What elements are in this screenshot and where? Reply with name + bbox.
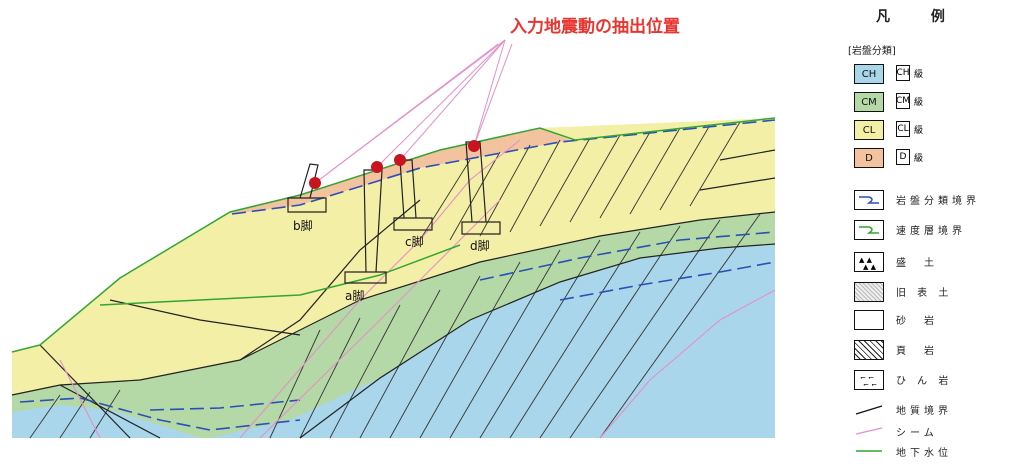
pier-c [393,159,433,231]
legend-fill: ▲ ▲▲ ▲ 盛 土 [854,252,1024,274]
rock-boundary-icon [854,190,884,210]
point-a [371,161,383,173]
swatch-cm: CM [854,92,884,112]
sandstone-icon [854,310,884,330]
legend-rock-boundary: 岩盤分類境界 [854,190,1024,212]
legend-label: 砂 岩 [896,316,938,327]
legend-cl: CL CL 級 [854,120,1024,142]
old-topsoil-icon [854,282,884,302]
legend-label: 岩盤分類境界 [896,196,980,207]
legend-porphyrite: ⌐ ⌐⌐ ⌐ ひ ん 岩 [854,370,1024,392]
suffix-cl: 級 [914,126,924,136]
shale-icon [854,340,884,360]
extraction-points [309,140,480,189]
legend-title: 凡 例 [876,9,963,25]
suffix-ch: 級 [914,70,924,80]
legend-label: 盛 土 [896,258,938,269]
seam-icon [855,427,883,435]
point-d [468,140,480,152]
water-table [11,117,776,353]
water-table-icon [856,450,882,452]
annotation-label: 入力地震動の抽出位置 [510,16,680,37]
svg-text:▲ ▲: ▲ ▲ [863,263,877,271]
porphyrite-icon: ⌐ ⌐⌐ ⌐ [854,370,884,390]
swatch-ch: CH [854,64,884,84]
ch-lower-left [12,405,200,438]
pier-label-a: a脚 [345,288,364,303]
swatch-cl: CL [854,120,884,140]
pier-label-b: b脚 [293,218,313,233]
ch-zone [210,244,775,438]
code-d: D [896,149,910,165]
legend-label: 地下水位 [896,448,952,459]
code-cl: CL [896,121,910,137]
legend-subtitle: [岩盤分類] [848,46,896,57]
rock-class-boundaries [19,119,776,431]
shale-hatching [29,121,761,439]
pier-label-c: c脚 [405,234,424,249]
legend-old-topsoil: 旧 表 土 [854,282,1024,304]
legend-label: 旧 表 土 [896,288,953,299]
code-cm: CM [896,93,910,109]
legend-sandstone: 砂 岩 [854,310,1024,332]
velocity-boundary-icon [854,220,884,240]
legend-shale: 頁 岩 [854,340,1024,362]
swatch-d: D [854,148,884,168]
legend-label: 速度層境界 [896,226,966,237]
legend-label: ひ ん 岩 [896,376,953,387]
legend-label: 地質境界 [896,406,952,417]
pier-label-d: d脚 [470,238,490,253]
d-zone [230,128,570,214]
legend-label: シーム [896,428,938,439]
legend-seam: シーム [854,422,1024,444]
fill-icon: ▲ ▲▲ ▲ [854,252,884,272]
point-b [309,177,321,189]
legend-velocity: 速度層境界 [854,220,1024,242]
legend-ch: CH CH 級 [854,64,1024,86]
seams [59,139,776,439]
legend-water-table: 地下水位 [854,442,1024,464]
code-ch: CH [896,65,910,81]
legend: 凡 例 [岩盤分類] CH CH 級 CM CM 級 CL CL 級 D D 級… [840,0,1027,464]
leader-lines [314,39,513,184]
legend-label: 頁 岩 [896,346,938,357]
legend-cm: CM CM 級 [854,92,1024,114]
svg-text:⌐ ⌐: ⌐ ⌐ [860,374,874,382]
point-c [394,154,406,166]
svg-text:▲ ▲: ▲ ▲ [859,256,873,264]
geo-boundary-icon [855,405,883,415]
legend-d: D D 級 [854,148,1024,170]
svg-text:⌐ ⌐: ⌐ ⌐ [863,381,877,389]
suffix-cm: 級 [914,98,924,108]
legend-geo-boundary: 地質境界 [854,400,1024,422]
suffix-d: 級 [914,154,924,164]
